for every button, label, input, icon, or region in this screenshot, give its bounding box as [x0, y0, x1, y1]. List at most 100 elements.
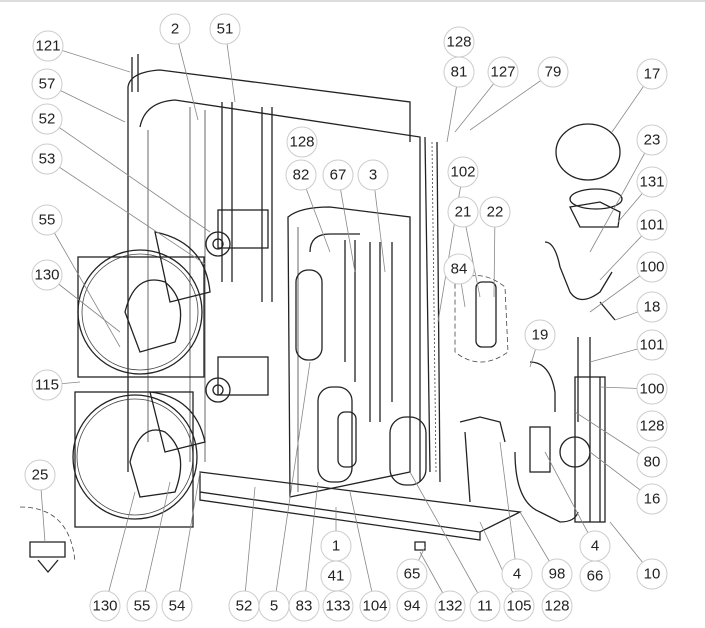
callout-circle [636, 446, 668, 478]
fan-motor-upper [205, 231, 231, 257]
callout-label: 54 [169, 598, 186, 615]
callout-label: 11 [477, 598, 493, 615]
callout-54: 54 [161, 590, 193, 622]
mounting-brackets [221, 102, 273, 302]
callout-label: 101 [639, 217, 664, 234]
inlet-pipe [529, 361, 556, 412]
coil-frame [127, 54, 441, 483]
callout-circle [396, 558, 428, 590]
callout-circle [286, 126, 318, 158]
callout-label: 57 [39, 76, 56, 93]
callout-circle [524, 319, 556, 351]
callout-23: 23 [636, 124, 668, 156]
fan-motor-hub [212, 238, 224, 250]
callout-label: 128 [289, 134, 314, 151]
leader-line [273, 361, 311, 607]
callout-circle [636, 483, 668, 515]
callout-label: 81 [451, 64, 468, 81]
callout-label: 41 [328, 568, 345, 585]
leader-line [243, 486, 256, 607]
callout-67: 67 [322, 159, 354, 191]
fan-lower [72, 391, 206, 528]
callout-circle [487, 56, 519, 88]
callout-label: 80 [644, 454, 661, 471]
callout-11: 11 [469, 590, 501, 622]
callout-circle [396, 590, 428, 622]
inner-panel [287, 206, 411, 498]
callout-circle [161, 590, 193, 622]
compressor [317, 386, 353, 483]
callout-label: 128 [446, 34, 471, 51]
callout-circle [31, 68, 63, 100]
valves [459, 416, 579, 523]
callout-label: 4 [513, 566, 521, 583]
callout-22: 22 [479, 196, 511, 228]
callout-circle [126, 590, 158, 622]
callout-circle [479, 196, 511, 228]
callout-4: 4 [579, 530, 611, 562]
callout-53: 53 [31, 143, 63, 175]
callout-label: 100 [639, 381, 664, 398]
fitting [599, 301, 616, 321]
callout-label: 3 [369, 167, 377, 184]
callout-label: 55 [134, 598, 151, 615]
callout-circle [636, 124, 668, 156]
callout-130: 130 [89, 590, 121, 622]
callout-label: 128 [639, 418, 664, 435]
callout-10: 10 [636, 558, 668, 590]
motor-plate-upper [217, 209, 269, 249]
callout-label: 55 [39, 212, 56, 229]
callout-circle [434, 590, 466, 622]
callout-circle [322, 159, 354, 191]
callout-128: 128 [636, 410, 668, 442]
callout-2: 2 [159, 13, 191, 45]
fan-upper [77, 231, 211, 378]
valve-detail [29, 541, 66, 574]
callout-79: 79 [537, 56, 569, 88]
callout-circle [541, 590, 573, 622]
callout-circle [636, 209, 668, 241]
callout-label: 79 [545, 64, 562, 81]
callout-circle [469, 590, 501, 622]
callout-label: 115 [35, 377, 59, 394]
vessel-gasket [569, 188, 623, 210]
callout-circle [537, 56, 569, 88]
callout-115: 115 [31, 369, 63, 401]
callout-5: 5 [258, 590, 290, 622]
callout-circle [636, 329, 668, 361]
callout-57: 57 [31, 68, 63, 100]
accumulator [337, 411, 357, 468]
callout-83: 83 [288, 590, 320, 622]
callout-81: 81 [443, 56, 475, 88]
callout-label: 98 [549, 566, 566, 583]
callout-circle [32, 30, 64, 62]
callout-circle [636, 58, 668, 90]
callout-label: 130 [34, 267, 59, 284]
callout-circle [636, 166, 668, 198]
callout-label: 10 [644, 566, 661, 583]
callout-label: 105 [506, 598, 531, 615]
leader-line [499, 441, 518, 575]
callout-101: 101 [636, 209, 668, 241]
callout-25: 25 [24, 459, 56, 491]
callout-label: 127 [490, 64, 515, 81]
callout-121: 121 [32, 30, 64, 62]
callout-130: 130 [31, 259, 63, 291]
callout-circle [322, 590, 354, 622]
callout-51: 51 [209, 13, 241, 45]
callout-131: 131 [636, 166, 668, 198]
callout-18: 18 [636, 291, 668, 323]
detail-outline [19, 506, 76, 563]
callout-52: 52 [228, 590, 260, 622]
callout-circle [357, 159, 389, 191]
callout-94: 94 [396, 590, 428, 622]
callout-label: 66 [587, 568, 604, 585]
leader-line [174, 28, 199, 121]
callout-circle [31, 369, 63, 401]
callout-label: 25 [32, 467, 49, 484]
callout-100: 100 [636, 373, 668, 405]
base-pan [199, 471, 523, 541]
leader-line [469, 71, 554, 131]
callout-label: 82 [293, 167, 310, 184]
